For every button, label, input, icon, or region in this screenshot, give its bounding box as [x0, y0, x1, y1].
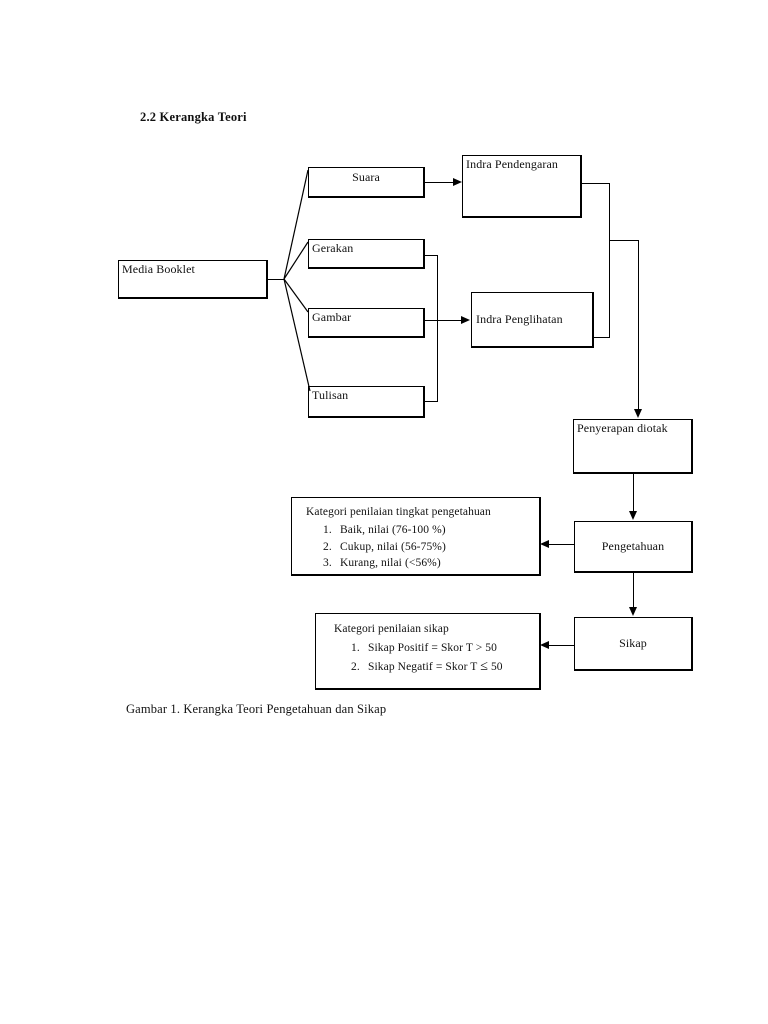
node-media-booklet-label: Media Booklet [122, 262, 195, 276]
node-pengetahuan-label: Pengetahuan [601, 538, 665, 553]
node-sikap: Sikap [574, 617, 693, 671]
connector-penglihatan-stub [594, 337, 610, 338]
list-item: 1.Sikap Positif = Skor T > 50 [351, 642, 497, 654]
arrowhead-left [540, 640, 549, 649]
list-item: 1.Baik, nilai (76-100 %) [323, 524, 446, 536]
connector-suara-to-pendengaran [425, 182, 455, 183]
category-sikap-list: 1.Sikap Positif = Skor T > 50 2.Sikap Ne… [351, 640, 503, 677]
connector-sikap-to-category [548, 645, 574, 646]
less-than-equal-symbol: ≤ [480, 658, 488, 674]
node-indra-penglihatan: Indra Penglihatan [471, 292, 594, 348]
arrowhead-down [628, 511, 637, 520]
node-tulisan-label: Tulisan [312, 388, 349, 402]
category-pengetahuan-list: 1.Baik, nilai (76-100 %) 2.Cukup, nilai … [323, 522, 446, 572]
list-item: 2.Cukup, nilai (56-75%) [323, 540, 446, 553]
category-pengetahuan-title: Kategori penilaian tingkat pengetahuan [306, 506, 491, 518]
node-sikap-label: Sikap [619, 635, 647, 650]
node-gambar: Gambar [308, 308, 425, 338]
arrowhead-right [461, 315, 470, 324]
connector-vision-bus [437, 255, 438, 402]
arrowhead-right [453, 177, 462, 186]
node-penyerapan-diotak: Penyerapan diotak [573, 419, 693, 474]
connector-tulisan-stub [425, 401, 438, 402]
connector-booklet-stub [268, 279, 284, 280]
node-media-booklet: Media Booklet [118, 260, 268, 299]
node-pengetahuan: Pengetahuan [574, 521, 693, 573]
arrowhead-left [540, 539, 549, 548]
connector-merge-to-down [609, 240, 638, 241]
node-gerakan-label: Gerakan [312, 241, 354, 255]
category-sikap-title: Kategori penilaian sikap [334, 623, 449, 635]
node-indra-pendengaran: Indra Pendengaran [462, 155, 582, 218]
connector-bus-to-penglihatan [425, 320, 462, 321]
node-gerakan: Gerakan [308, 239, 425, 269]
arrowhead-down [628, 607, 637, 616]
category-box-pengetahuan: Kategori penilaian tingkat pengetahuan 1… [291, 497, 541, 576]
connector-down-to-penyerapan [638, 240, 639, 410]
connector-gerakan-stub [425, 255, 438, 256]
node-penyerapan-diotak-label: Penyerapan diotak [577, 421, 668, 435]
category-box-sikap: Kategori penilaian sikap 1.Sikap Positif… [315, 613, 541, 690]
list-item: 2.Sikap Negatif = Skor T ≤ 50 [351, 658, 503, 674]
connector-pengetahuan-to-sikap [633, 573, 634, 608]
node-suara-label: Suara [352, 170, 380, 184]
connector-penyerapan-to-pengetahuan [633, 474, 634, 512]
list-item: 3.Kurang, nilai (<56%) [323, 557, 441, 570]
section-heading: 2.2 Kerangka Teori [140, 110, 247, 124]
node-indra-penglihatan-label: Indra Penglihatan [476, 311, 563, 326]
arrowhead-down [633, 409, 642, 418]
connector-pengetahuan-to-category [548, 544, 574, 545]
figure-caption: Gambar 1. Kerangka Teori Pengetahuan dan… [126, 702, 387, 716]
node-tulisan: Tulisan [308, 386, 425, 418]
node-gambar-label: Gambar [312, 310, 352, 324]
node-suara: Suara [308, 167, 425, 198]
connector-merge-bus [609, 183, 610, 338]
connector-fanout [283, 169, 311, 392]
connector-pendengaran-stub [582, 183, 610, 184]
node-indra-pendengaran-label: Indra Pendengaran [466, 157, 558, 171]
